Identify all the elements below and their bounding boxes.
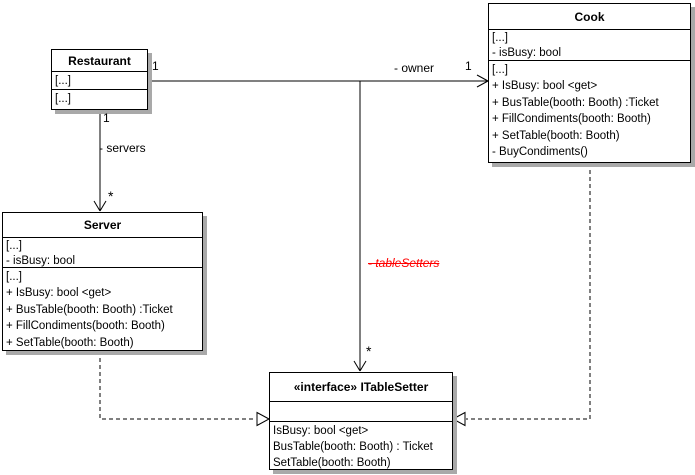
- servers-source-multiplicity[interactable]: 1: [103, 111, 110, 125]
- class-server-title[interactable]: Server: [3, 213, 202, 238]
- class-server-method-row[interactable]: + SetTable(booth: Booth): [6, 336, 134, 349]
- class-server-attribute-row[interactable]: [...]: [6, 240, 22, 252]
- class-cook-attribute-row[interactable]: - isBusy: bool: [492, 47, 562, 59]
- class-restaurant-attributes-row[interactable]: [...]: [55, 75, 71, 87]
- servers-target-multiplicity[interactable]: *: [108, 188, 114, 204]
- class-cook-method-row[interactable]: [...]: [492, 64, 508, 76]
- realization-cook-connector[interactable]: [451, 163, 591, 427]
- interface-itablesetter-empty-compartment: [270, 402, 452, 422]
- open-arrowhead-icon: [353, 360, 367, 372]
- servers-association-label[interactable]: - servers: [99, 141, 146, 155]
- hollow-triangle-icon: [256, 411, 271, 427]
- class-restaurant[interactable]: Restaurant [...] [...]: [51, 49, 148, 110]
- class-cook-method-row[interactable]: + FillCondiments(booth: Booth): [492, 113, 651, 126]
- open-arrowhead-icon: [93, 200, 107, 212]
- class-cook-title[interactable]: Cook: [489, 4, 690, 30]
- owner-association-label[interactable]: - owner: [394, 61, 435, 75]
- interface-itablesetter-method-row[interactable]: SetTable(booth: Booth): [273, 457, 391, 469]
- association-owner-connector[interactable]: [148, 74, 489, 88]
- class-server[interactable]: Server [...] - isBusy: bool [...] + IsBu…: [2, 212, 203, 351]
- interface-itablesetter-title[interactable]: «interface» ITableSetter: [270, 373, 452, 402]
- class-cook-method-row[interactable]: + SetTable(booth: Booth): [492, 129, 620, 142]
- owner-target-multiplicity[interactable]: 1: [465, 59, 472, 73]
- realization-server-connector[interactable]: [99, 351, 271, 427]
- owner-source-multiplicity[interactable]: 1: [152, 59, 159, 73]
- tablesetters-association-label-removed[interactable]: - tableSetters: [368, 256, 440, 270]
- class-server-method-row[interactable]: [...]: [6, 271, 22, 283]
- open-arrowhead-icon: [476, 74, 489, 88]
- association-tablesetters-connector[interactable]: [353, 81, 367, 372]
- class-server-method-row[interactable]: + BusTable(booth: Booth) :Ticket: [6, 303, 173, 316]
- class-cook-method-row[interactable]: + IsBusy: bool <get>: [492, 80, 598, 93]
- class-cook-method-row[interactable]: - BuyCondiments(): [492, 146, 588, 159]
- interface-itablesetter-method-row[interactable]: IsBusy: bool <get>: [273, 425, 369, 437]
- class-restaurant-methods-row[interactable]: [...]: [55, 93, 71, 105]
- class-server-method-row[interactable]: + IsBusy: bool <get>: [6, 287, 112, 300]
- class-server-attribute-row[interactable]: - isBusy: bool: [6, 255, 76, 267]
- interface-itablesetter-method-row[interactable]: BusTable(booth: Booth) : Ticket: [273, 441, 433, 453]
- class-cook-method-row[interactable]: + BusTable(booth: Booth) :Ticket: [492, 96, 659, 109]
- class-server-method-row[interactable]: + FillCondiments(booth: Booth): [6, 320, 165, 333]
- class-restaurant-title[interactable]: Restaurant: [52, 50, 147, 72]
- association-servers-connector[interactable]: [93, 110, 107, 212]
- class-cook[interactable]: Cook [...] - isBusy: bool [...] + IsBusy…: [488, 3, 691, 163]
- interface-itablesetter[interactable]: «interface» ITableSetter IsBusy: bool <g…: [269, 372, 453, 470]
- class-cook-attribute-row[interactable]: [...]: [492, 32, 508, 44]
- hollow-triangle-icon: [451, 411, 466, 427]
- tablesetters-target-multiplicity[interactable]: *: [366, 343, 372, 359]
